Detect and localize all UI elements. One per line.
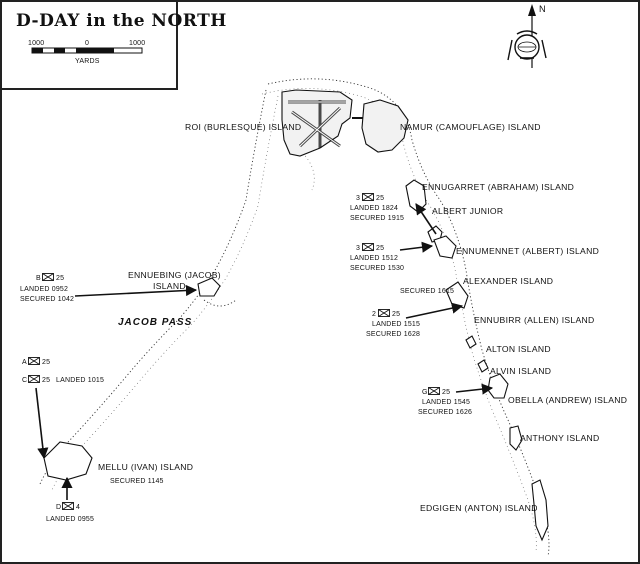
edgigen-label: EDGIGEN (ANTON) ISLAND: [420, 503, 538, 513]
svg-text:25: 25: [376, 195, 384, 202]
arrow-ennubirr: [405, 302, 464, 319]
arrow-b25: [74, 284, 198, 297]
alton-island: [465, 335, 477, 349]
svg-text:LANDED 1545: LANDED 1545: [422, 399, 470, 406]
svg-text:LANDED 1515: LANDED 1515: [372, 321, 420, 328]
svg-text:25: 25: [442, 389, 450, 396]
svg-text:25: 25: [42, 377, 50, 384]
ennuebing-island: [197, 277, 221, 297]
map-title: D-DAY in the NORTH: [16, 11, 227, 31]
unit-ennugarret-3-25: 3 25 LANDED 1824 SECURED 1915: [350, 193, 404, 222]
scale-bar: 1000 0 1000 YARDS: [28, 40, 145, 65]
ennubirr-label: ENNUBIRR (ALLEN) ISLAND: [474, 315, 595, 325]
ennumennet-label: ENNUMENNET (ALBERT) ISLAND: [456, 246, 599, 256]
svg-text:LANDED 1824: LANDED 1824: [350, 205, 398, 212]
alton-label: ALTON ISLAND: [486, 344, 551, 354]
svg-text:25: 25: [392, 311, 400, 318]
namur-label: NAMUR (CAMOUFLAGE) ISLAND: [400, 122, 541, 132]
north-label: N: [539, 4, 546, 14]
alexander-label: ALEXANDER ISLAND: [463, 276, 553, 286]
title-box: D-DAY in the NORTH 1000 0 1000 YARDS: [0, 0, 227, 90]
svg-text:A: A: [22, 359, 27, 366]
anthony-island: [509, 425, 523, 451]
alexander-secured: SECURED 1615: [400, 288, 454, 295]
unit-d4: D 4 LANDED 0955: [46, 502, 94, 523]
mellu-island: [43, 441, 93, 481]
namur-island: [361, 99, 409, 153]
scale-unit: YARDS: [75, 58, 100, 65]
alvin-label: ALVIN ISLAND: [490, 366, 551, 376]
svg-text:SECURED 1530: SECURED 1530: [350, 265, 404, 272]
scale-right: 1000: [129, 40, 145, 47]
albert-junior-label: ALBERT JUNIOR: [432, 206, 503, 216]
svg-text:LANDED 1512: LANDED 1512: [350, 255, 398, 262]
arrow-obella: [455, 383, 494, 395]
alvin-island: [477, 359, 489, 373]
svg-text:C: C: [22, 377, 27, 384]
ennuebing-label-line1: ENNUEBING (JACOB): [128, 270, 221, 280]
unit-c25: C 25 LANDED 1015: [22, 375, 104, 384]
svg-text:LANDED 1015: LANDED 1015: [56, 377, 104, 384]
mellu-secured: SECURED 1145: [110, 478, 164, 485]
arrow-ennugarret: [415, 203, 437, 235]
svg-text:B: B: [36, 275, 41, 282]
ennubirr-island: [445, 281, 469, 309]
north-arrow: N: [507, 4, 547, 68]
svg-text:SECURED 1628: SECURED 1628: [366, 331, 420, 338]
unit-obella-g-25: G 25 LANDED 1545 SECURED 1626: [418, 387, 472, 416]
arrow-c25: [35, 387, 49, 460]
unit-ennumennet-3-25: 3 25 LANDED 1512 SECURED 1530: [350, 243, 404, 272]
svg-text:4: 4: [76, 504, 80, 511]
unit-ennubirr-2-25: 2 25 LANDED 1515 SECURED 1628: [366, 309, 420, 338]
svg-text:3: 3: [356, 245, 360, 252]
edgigen-island: [531, 479, 549, 542]
svg-text:SECURED 1915: SECURED 1915: [350, 215, 404, 222]
svg-text:SECURED 1042: SECURED 1042: [20, 296, 74, 303]
svg-text:SECURED 1626: SECURED 1626: [418, 409, 472, 416]
ennugarret-label: ENNUGARRET (ABRAHAM) ISLAND: [422, 182, 574, 192]
obella-island: [487, 373, 509, 399]
svg-text:LANDED 0955: LANDED 0955: [46, 516, 94, 523]
mellu-label: MELLU (IVAN) ISLAND: [98, 462, 193, 472]
scale-mid: 0: [85, 40, 89, 47]
unit-a25: A 25: [22, 357, 50, 366]
roi-island: [281, 89, 353, 157]
svg-text:D: D: [56, 504, 61, 511]
arrow-ennumennet: [399, 241, 434, 253]
svg-text:2: 2: [372, 311, 376, 318]
obella-label: OBELLA (ANDREW) ISLAND: [508, 395, 627, 405]
svg-text:25: 25: [56, 275, 64, 282]
roi-label: ROI (BURLESQUE) ISLAND: [185, 122, 301, 132]
svg-text:3: 3: [356, 195, 360, 202]
svg-text:25: 25: [376, 245, 384, 252]
unit-b25: B 25 LANDED 0952 SECURED 1042: [20, 273, 74, 303]
usmc-emblem-icon: [507, 30, 547, 61]
svg-text:25: 25: [42, 359, 50, 366]
ennuebing-label-line2: ISLAND: [153, 281, 186, 291]
anthony-label: ANTHONY ISLAND: [520, 433, 600, 443]
scale-left: 1000: [28, 40, 44, 47]
svg-text:LANDED 0952: LANDED 0952: [20, 286, 68, 293]
svg-text:G: G: [422, 389, 428, 396]
jacob-pass-label: JACOB PASS: [118, 317, 192, 328]
ennumennet-island: [433, 235, 457, 259]
